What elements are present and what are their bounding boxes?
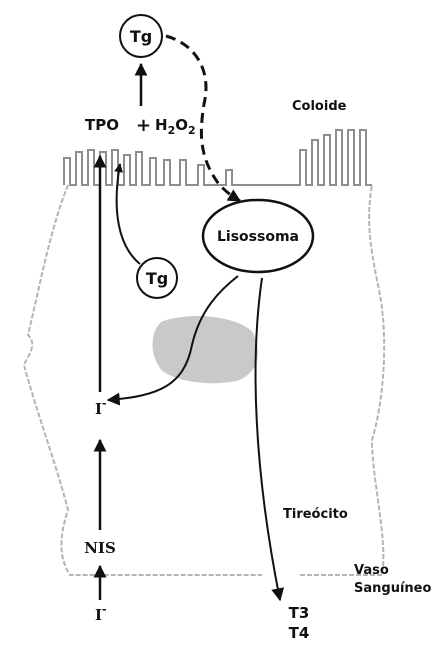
- iodide-upper-label: I-: [95, 397, 107, 418]
- h2o2-sub-2a: 2: [168, 124, 176, 137]
- iodide-lower-symbol: I: [95, 606, 102, 624]
- nis-label: NIS: [84, 539, 116, 557]
- h2o2-label: H2O2: [155, 116, 196, 137]
- tg-bottom-label: Tg: [146, 269, 168, 288]
- nucleus: [153, 317, 257, 383]
- h2o2-o: O: [175, 116, 188, 134]
- lisossoma-label: Lisossoma: [217, 229, 299, 245]
- h2o2-sub-2b: 2: [188, 124, 196, 137]
- iodide-upper-charge: -: [102, 397, 107, 410]
- microvilli-right: [216, 130, 372, 185]
- coloide-label: Coloide: [292, 99, 347, 114]
- microvilli-left: [64, 150, 216, 185]
- arrow-lysosome-to-blood: [256, 278, 280, 600]
- t4-label: T4: [289, 624, 310, 642]
- iodide-lower-charge: -: [102, 603, 107, 616]
- sanguineo-label: Sanguíneo: [354, 581, 431, 596]
- tpo-label: TPO: [85, 116, 119, 134]
- tg-top-label: Tg: [130, 27, 152, 46]
- iodide-lower-label: I-: [95, 603, 107, 624]
- vaso-label: Vaso: [354, 563, 389, 578]
- t3-label: T3: [289, 604, 310, 622]
- h2o2-h: H: [155, 116, 168, 134]
- plus-sign: +: [136, 115, 151, 136]
- iodide-upper-symbol: I: [95, 400, 102, 418]
- tireocito-label: Tireócito: [283, 507, 348, 522]
